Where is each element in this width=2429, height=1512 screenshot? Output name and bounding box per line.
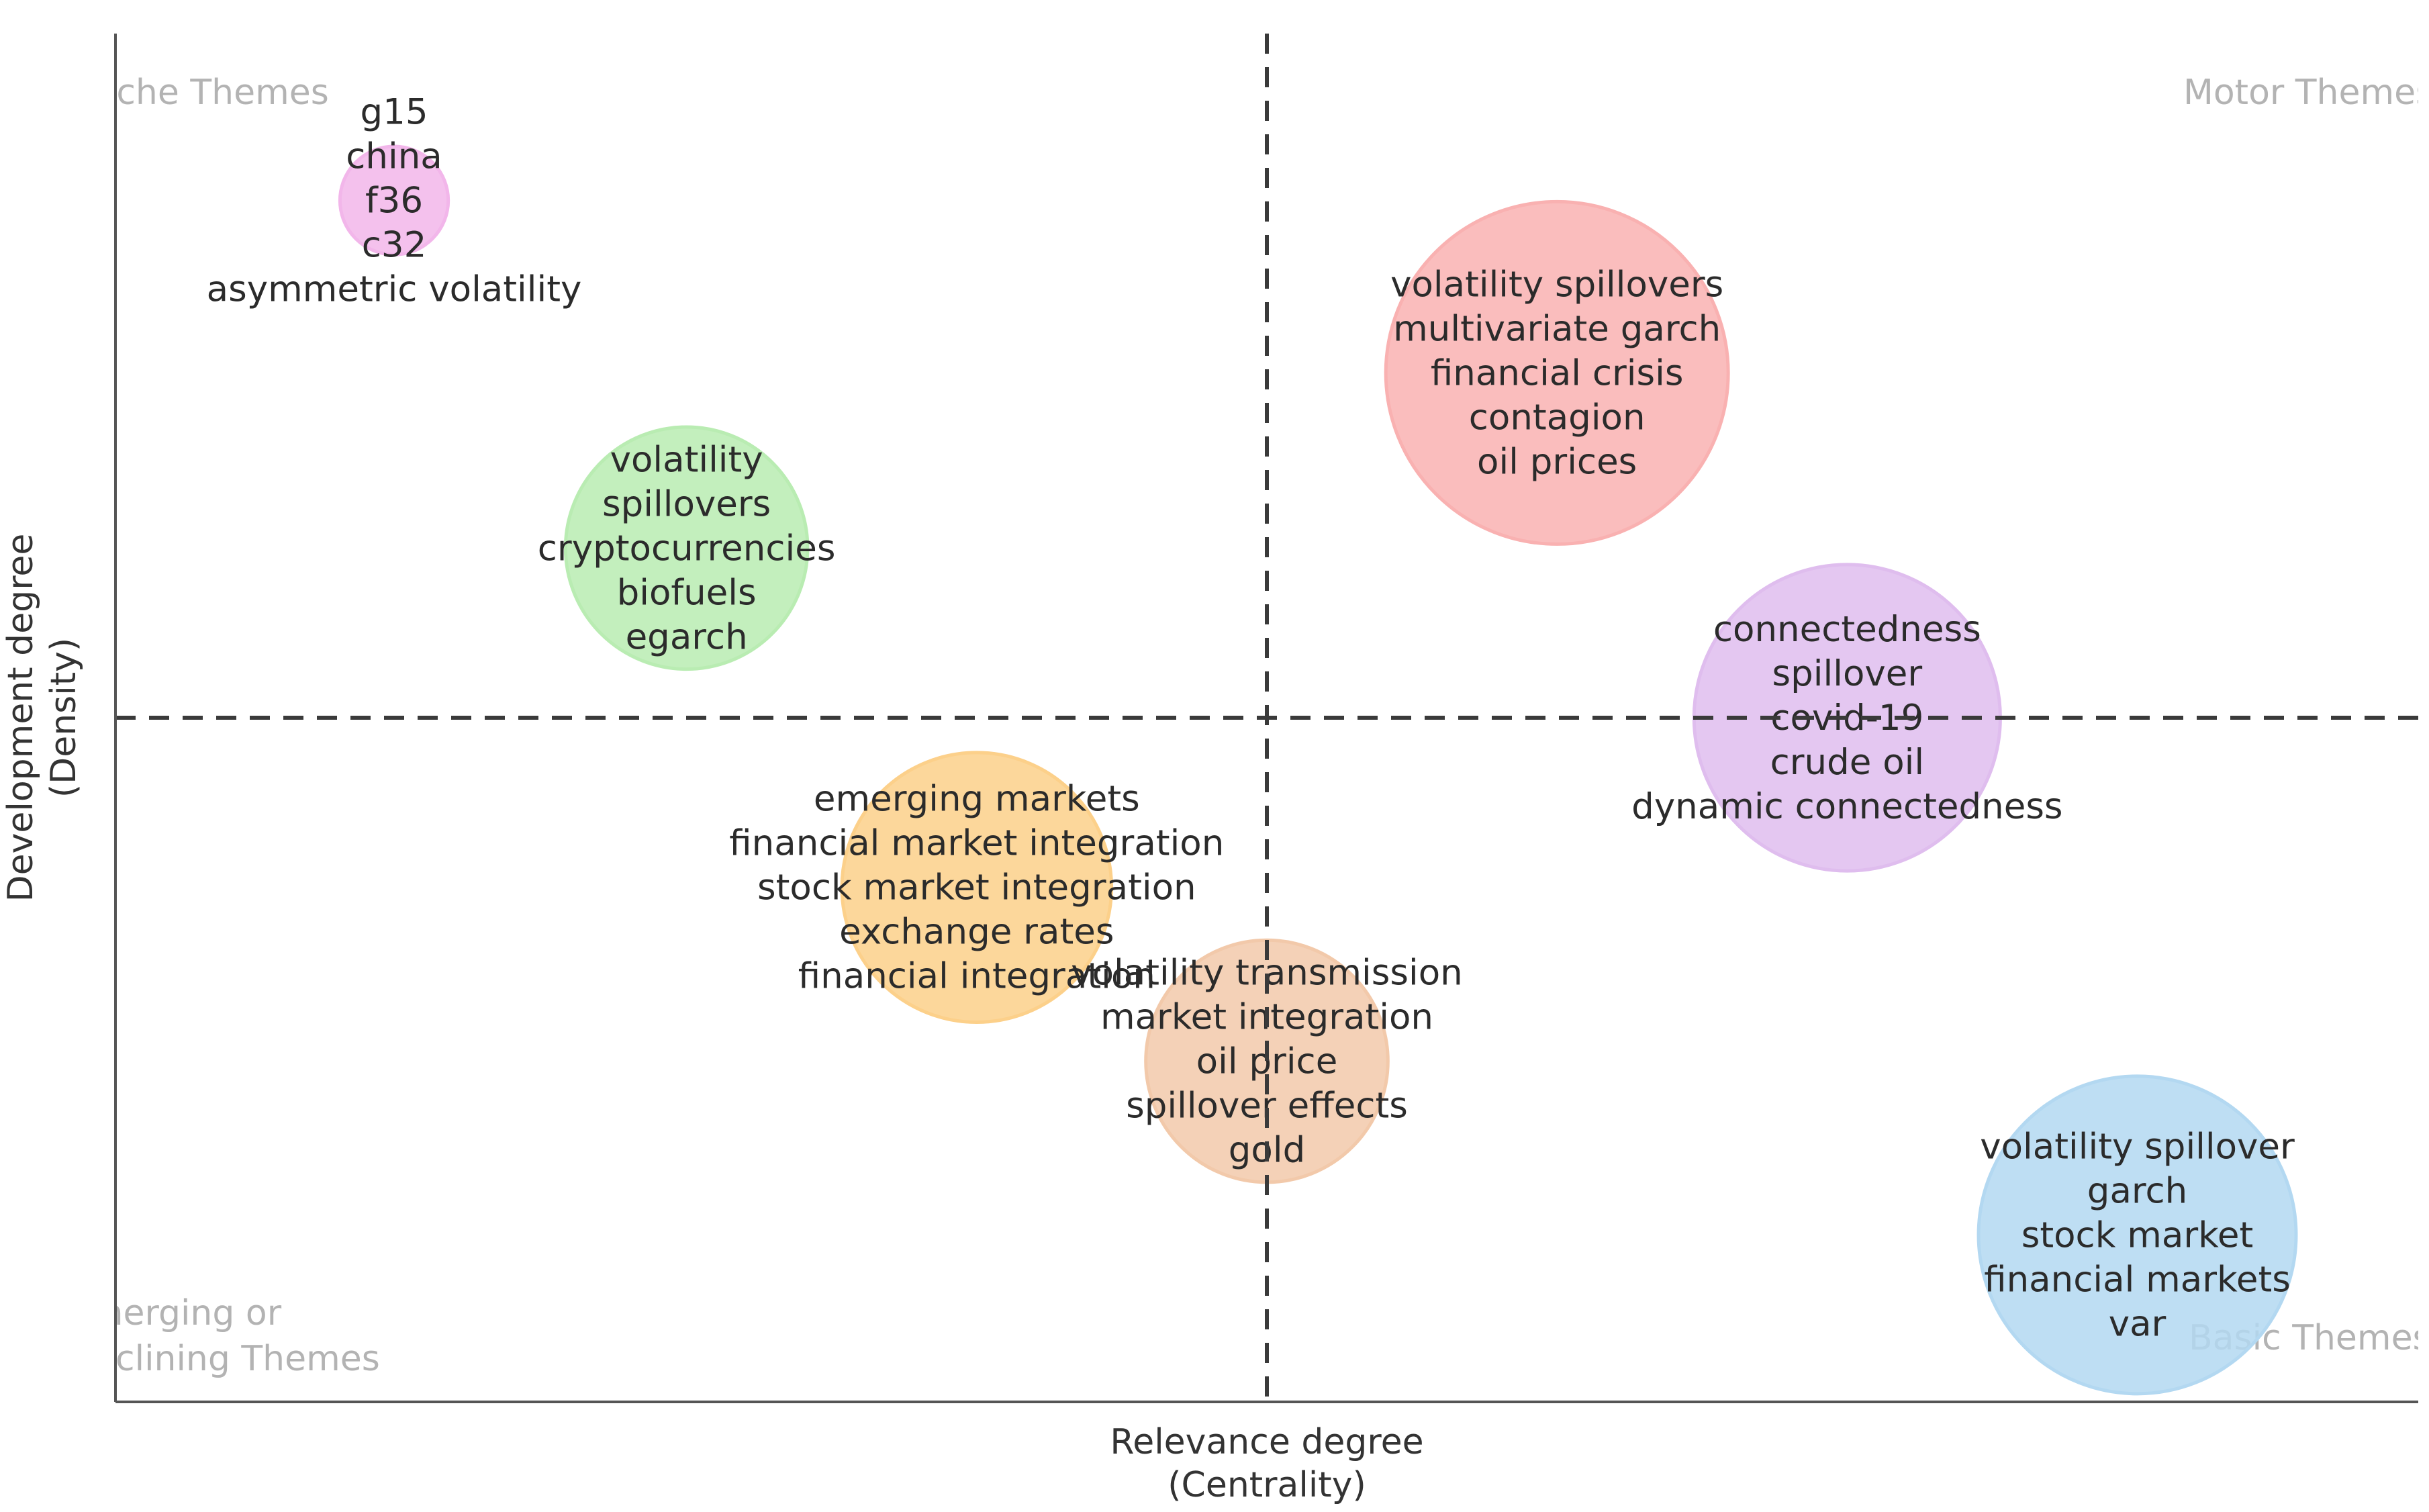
theme-keyword-financial-market-integration: financial market integration <box>729 823 1224 864</box>
theme-keyword-financial-integration: financial integration <box>798 956 1155 997</box>
theme-bubble-volatility-spillover[interactable] <box>1976 1074 2298 1396</box>
theme-keyword-asymmetric-volatility: asymmetric volatility <box>207 269 582 310</box>
theme-bubble-volatility-spillovers[interactable] <box>1384 199 1730 546</box>
theme-keyword-financial-markets: financial markets <box>1984 1259 2291 1300</box>
theme-keyword-exchange-rates: exchange rates <box>839 912 1114 953</box>
theme-keyword-var: var <box>2109 1303 2166 1344</box>
theme-keyword-spillover: spillover <box>1772 653 1923 694</box>
theme-keyword-emerging-markets: emerging markets <box>814 779 1140 820</box>
label-line: Declining Themes <box>67 1339 380 1379</box>
theme-keyword-volatility: volatility <box>610 439 763 480</box>
theme-keyword-multivariate-garch: multivariate garch <box>1393 308 1721 349</box>
theme-keyword-cryptocurrencies: cryptocurrencies <box>538 528 836 569</box>
label-line: (Density) <box>44 638 84 798</box>
label-line: Motor Themes <box>2183 73 2429 113</box>
theme-keyword-stock-market-integration: stock market integration <box>757 867 1196 908</box>
theme-keyword-contagion: contagion <box>1469 397 1646 438</box>
label-line: Relevance degree <box>1110 1422 1423 1462</box>
theme-keyword-oil-prices: oil prices <box>1477 441 1637 482</box>
theme-keyword-garch: garch <box>2087 1170 2187 1211</box>
theme-keyword-f36: f36 <box>365 181 423 222</box>
y-axis-label: Development degree(Density) <box>1 534 84 902</box>
x-axis-label: Relevance degree(Centrality) <box>1110 1422 1423 1505</box>
theme-keyword-volatility-spillover: volatility spillover <box>1980 1126 2295 1167</box>
quadrant-label-niche-themes: Niche Themes <box>81 73 329 113</box>
theme-keyword-connectedness: connectedness <box>1713 609 1981 650</box>
theme-keyword-stock-market: stock market <box>2021 1215 2254 1256</box>
label-line: Emerging or <box>67 1293 282 1333</box>
quadrant-label-motor-themes: Motor Themes <box>2183 73 2429 113</box>
theme-keyword-g15: g15 <box>360 92 428 133</box>
theme-keyword-egarch: egarch <box>626 616 748 657</box>
theme-keyword-financial-crisis: financial crisis <box>1431 352 1684 393</box>
theme-keyword-china: china <box>346 136 442 177</box>
theme-keyword-dynamic-connectedness: dynamic connectedness <box>1631 786 2062 827</box>
theme-keyword-biofuels: biofuels <box>617 572 757 613</box>
label-line: (Centrality) <box>1168 1465 1366 1505</box>
label-line: Development degree <box>1 534 41 902</box>
theme-keyword-spillovers: spillovers <box>602 483 771 524</box>
theme-bubble-emerging-markets[interactable] <box>840 751 1114 1024</box>
quadrant-label-emerging-declining-themes: Emerging or Declining Themes <box>67 1293 380 1379</box>
theme-bubble-g15[interactable] <box>338 144 450 256</box>
label-line: Niche Themes <box>81 73 329 113</box>
theme-keyword-crude-oil: crude oil <box>1770 742 1925 783</box>
theme-bubble-volatility[interactable] <box>563 425 810 671</box>
theme-keyword-c32: c32 <box>362 225 427 266</box>
theme-keyword-volatility-spillovers: volatility spillovers <box>1390 264 1723 305</box>
